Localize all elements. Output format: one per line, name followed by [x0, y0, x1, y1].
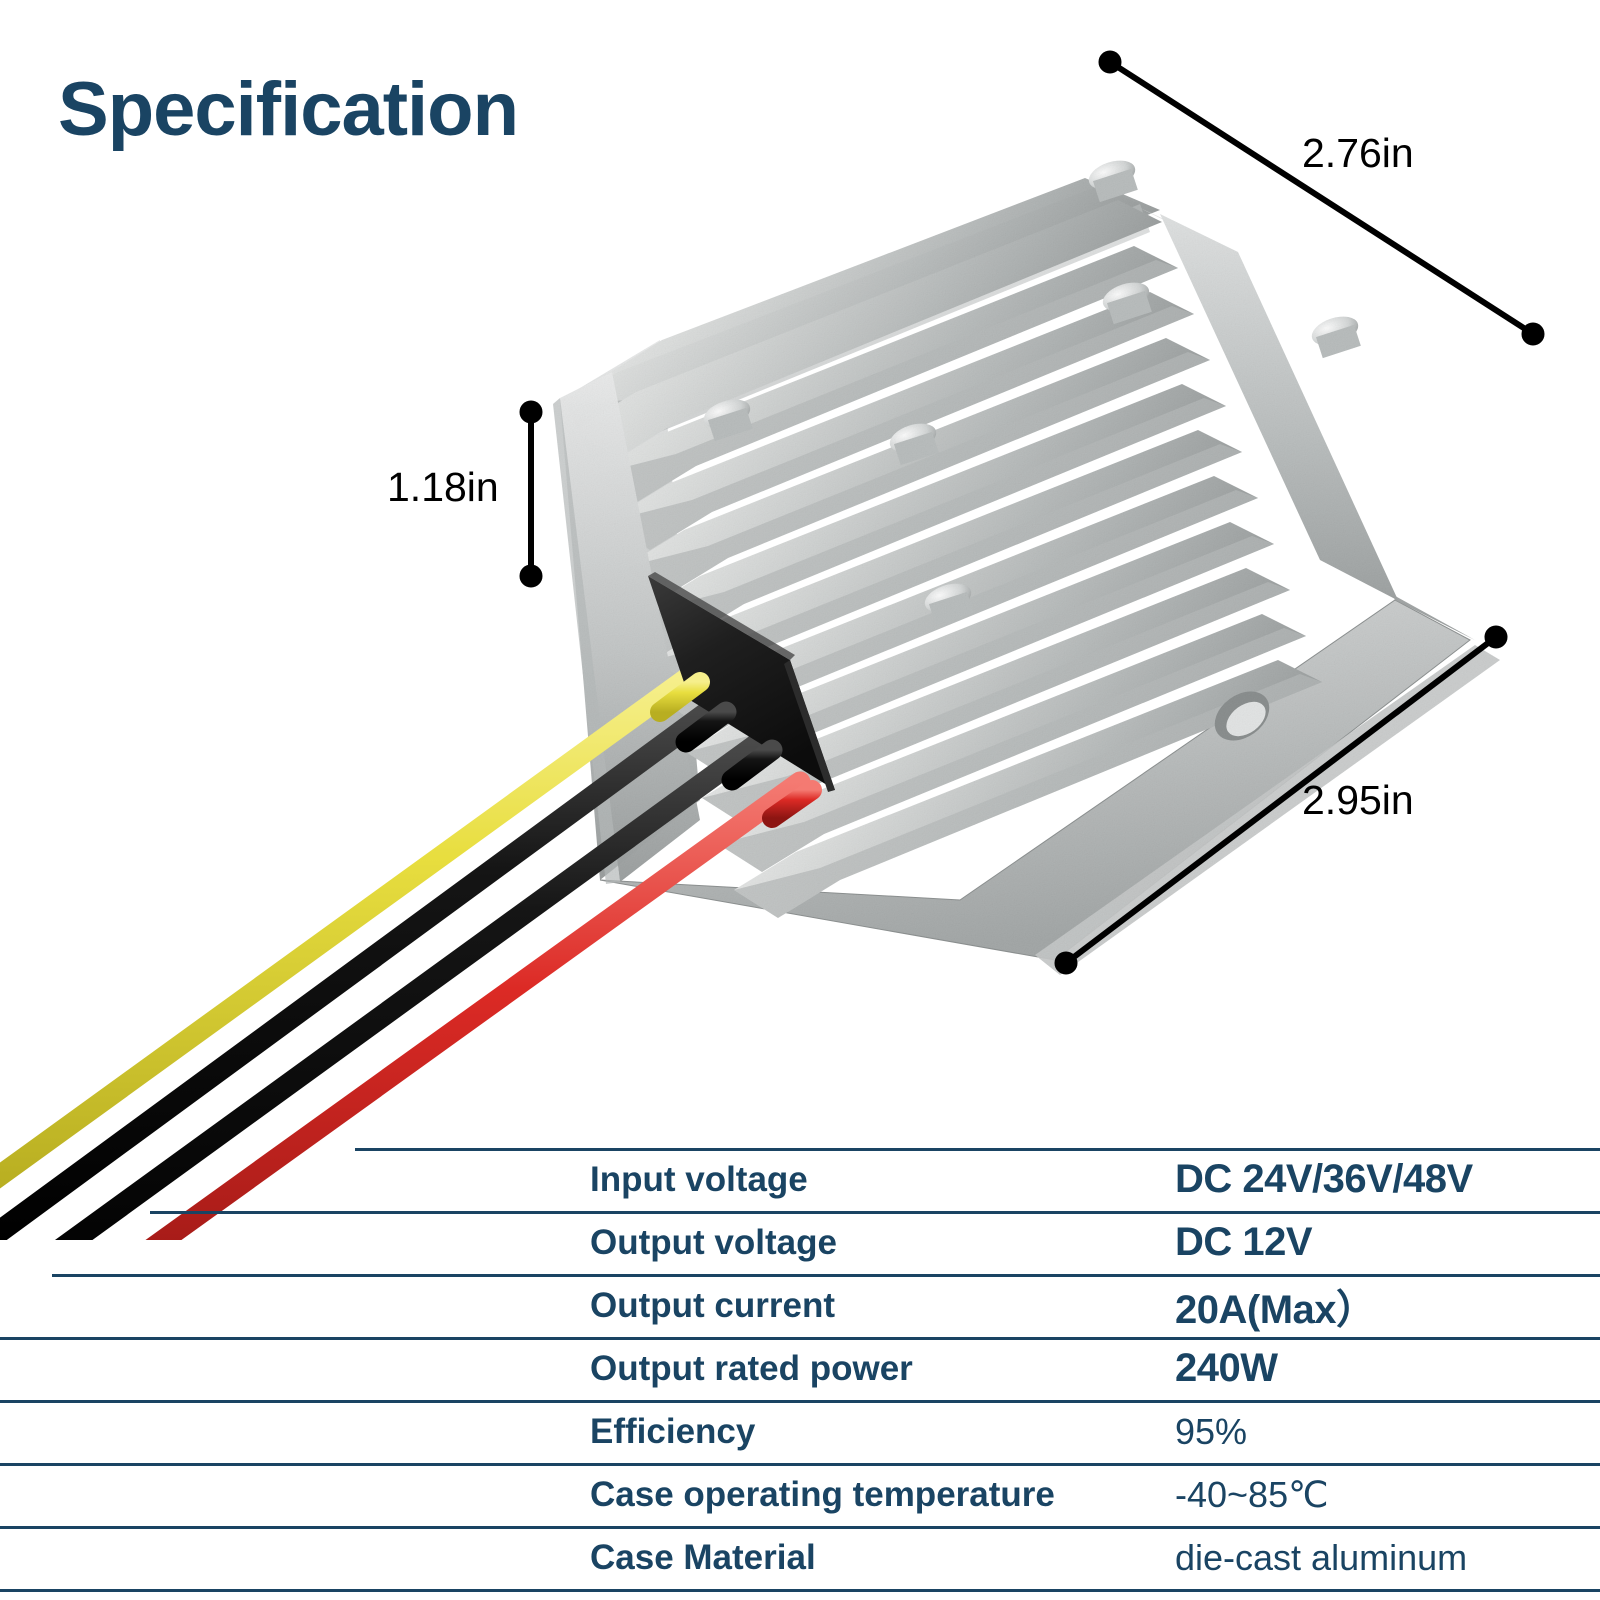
spec-value: -40~85℃	[1175, 1473, 1329, 1515]
spec-value: DC 12V	[1175, 1220, 1313, 1264]
yellow-wire	[0, 665, 701, 1189]
row-rule	[0, 1337, 1600, 1340]
page-title: Specification	[58, 67, 519, 152]
spec-label: Case Material	[590, 1537, 816, 1577]
dimension-lines	[519, 50, 1545, 975]
table-row: Efficiency 95%	[0, 1400, 1600, 1463]
table-row: Input voltage DC 24V/36V/48V	[0, 1148, 1600, 1211]
spec-label: Efficiency	[590, 1411, 756, 1451]
black-wire-2	[54, 731, 771, 1240]
spec-value: 95%	[1175, 1410, 1248, 1452]
table-row: Case Material die-cast aluminum	[0, 1526, 1600, 1592]
red-wire	[145, 771, 811, 1240]
row-rule	[52, 1274, 1600, 1277]
spec-label: Input voltage	[590, 1159, 808, 1199]
table-row: Output voltage DC 12V	[0, 1211, 1600, 1274]
spec-value: 240W	[1175, 1346, 1278, 1390]
row-rule	[150, 1211, 1600, 1214]
heatsink-body	[553, 160, 1500, 975]
spec-label: Output current	[590, 1285, 835, 1325]
row-rule	[355, 1148, 1600, 1151]
row-rule	[0, 1400, 1600, 1403]
dimension-line-height	[519, 400, 543, 588]
spec-value: 20A(Max）	[1175, 1287, 1376, 1332]
table-row: Output current 20A(Max）	[0, 1274, 1600, 1337]
fin-pins	[703, 160, 1361, 626]
spec-label: Output rated power	[590, 1348, 913, 1388]
spec-label: Case operating temperature	[590, 1474, 1055, 1514]
spec-value: die-cast aluminum	[1175, 1536, 1468, 1578]
dimension-label-height: 1.18in	[387, 464, 499, 510]
dimension-line-depth	[1098, 50, 1545, 346]
dimension-line-width	[1054, 625, 1508, 975]
table-row: Output rated power 240W	[0, 1337, 1600, 1400]
row-rule	[0, 1463, 1600, 1466]
dimension-label-depth: 2.76in	[1302, 130, 1414, 176]
dimension-label-width: 2.95in	[1302, 777, 1414, 823]
cable-gland	[648, 572, 835, 792]
fin-stack	[566, 186, 1478, 918]
table-row: Case operating temperature -40~85℃	[0, 1463, 1600, 1526]
row-rule	[0, 1526, 1600, 1529]
table-bottom-rule	[0, 1589, 1600, 1592]
product-photo: 2.76in 1.18in 2.95in	[0, 50, 1545, 1240]
black-wire-1	[0, 695, 727, 1240]
wire-harness	[0, 665, 811, 1240]
specification-table: Input voltage DC 24V/36V/48V Output volt…	[0, 1148, 1600, 1592]
spec-value: DC 24V/36V/48V	[1175, 1157, 1473, 1201]
spec-label: Output voltage	[590, 1222, 837, 1262]
